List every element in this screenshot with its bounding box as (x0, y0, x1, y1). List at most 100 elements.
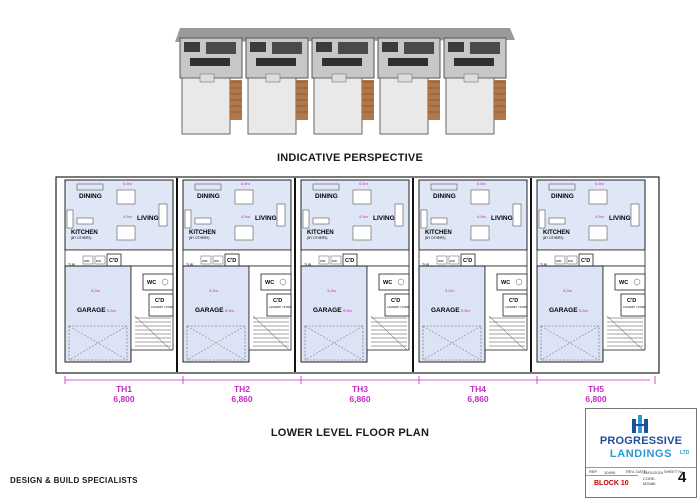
rev-label: REV. DATE: (626, 469, 648, 474)
unit-width: 6,800 (585, 394, 607, 404)
dw-label: DW (214, 259, 219, 263)
room-label-living: LIVING (255, 215, 277, 222)
ref-value: 10495 (604, 470, 616, 475)
room-label-dining: DINING (551, 193, 574, 200)
room-label-dining: DINING (79, 193, 102, 200)
room-label-garage: GARAGE (77, 307, 106, 314)
dim-garage-w: 3.2m (445, 288, 455, 293)
sheet-label: SHEET No. (664, 469, 685, 474)
perspective-title: INDICATIVE PERSPECTIVE (277, 152, 423, 164)
dim-top: 6.6m (595, 181, 605, 186)
tub-label: TUB (540, 263, 548, 267)
kitchen-note: (BY OTHERS) (307, 236, 328, 240)
dim-garage-w: 3.2m (327, 288, 337, 293)
dim-top: 6.6m (477, 181, 487, 186)
kitchen-note: (BY OTHERS) (189, 236, 210, 240)
company-logo: PROGRESSIVE LANDINGS LTD (590, 413, 692, 465)
brand-ltd: LTD (680, 450, 690, 456)
unit-label: TH4 (470, 384, 486, 394)
kitchen-note: (BY OTHERS) (425, 236, 446, 240)
room-label-kitchen: KITCHEN (543, 230, 570, 236)
dim-living: 4.5m (477, 214, 487, 219)
laundry-note: LAUNDRY / STAIR (387, 305, 409, 309)
wm-label: WM (556, 259, 562, 263)
unit-label: TH5 (588, 384, 604, 394)
laundry-note: LAUNDRY / STAIR (151, 305, 173, 309)
room-label-garage: GARAGE (549, 307, 578, 314)
cupboard-label: C'D (463, 258, 472, 264)
dim-garage-w: 3.2m (91, 288, 101, 293)
room-label-living: LIVING (373, 215, 395, 222)
tub-label: TUB (304, 263, 312, 267)
dim-garage-w: 3.2m (563, 288, 573, 293)
tub-label: TUB (186, 263, 194, 267)
block-label: BLOCK 10 (594, 480, 629, 487)
kitchen-note: (BY OTHERS) (71, 236, 92, 240)
laundry-cupboard-label: C'D (509, 298, 518, 304)
indicative-perspective-render (175, 28, 515, 135)
wm-label: WM (84, 259, 90, 263)
code-label: CODE: (643, 476, 656, 481)
dw-label: DW (450, 259, 455, 263)
code-value: M208K (643, 481, 656, 486)
dw-label: DW (332, 259, 337, 263)
room-label-garage: GARAGE (195, 307, 224, 314)
unit-width: 6,860 (349, 394, 371, 404)
laundry-note: LAUNDRY / STAIR (269, 305, 291, 309)
laundry-cupboard-label: C'D (273, 298, 282, 304)
logo-mark-icon (632, 415, 648, 433)
brand-main: PROGRESSIVE (599, 435, 683, 447)
dim-living: 4.5m (595, 214, 605, 219)
floor-plan-title: LOWER LEVEL FLOOR PLAN (270, 427, 430, 439)
rev-value: 24/01/2024 (643, 470, 664, 475)
dim-living: 4.5m (241, 214, 251, 219)
laundry-cupboard-label: C'D (627, 298, 636, 304)
perspective-unit (311, 37, 375, 135)
unit-label: TH2 (234, 384, 250, 394)
unit-label: TH1 (116, 384, 132, 394)
dim-garage-h: 5.5m (579, 308, 589, 313)
sheet-number: 4 (678, 469, 687, 486)
company-tagline: DESIGN & BUILD SPECIALISTS (10, 476, 138, 485)
kitchen-note: (BY OTHERS) (543, 236, 564, 240)
cupboard-label: C'D (109, 258, 118, 264)
wm-label: WM (320, 259, 326, 263)
laundry-note: LAUNDRY / STAIR (623, 305, 645, 309)
tub-label: TUB (422, 263, 430, 267)
room-label-living: LIVING (609, 215, 631, 222)
room-label-wc: WC (619, 280, 628, 286)
dim-garage-h: 5.5m (461, 308, 471, 313)
unit-width: 6,860 (467, 394, 489, 404)
perspective-unit (179, 37, 243, 135)
room-label-garage: GARAGE (313, 307, 342, 314)
room-label-living: LIVING (491, 215, 513, 222)
cupboard-label: C'D (345, 258, 354, 264)
wm-label: WM (202, 259, 208, 263)
room-label-dining: DINING (433, 193, 456, 200)
dim-garage-h: 5.5m (225, 308, 235, 313)
dim-top: 6.6m (241, 181, 251, 186)
perspective-unit (377, 37, 441, 135)
dim-top: 6.6m (123, 181, 133, 186)
room-label-wc: WC (265, 280, 274, 286)
room-label-wc: WC (501, 280, 510, 286)
dw-label: DW (568, 259, 573, 263)
room-label-kitchen: KITCHEN (189, 230, 216, 236)
room-label-kitchen: KITCHEN (425, 230, 452, 236)
laundry-note: LAUNDRY / STAIR (505, 305, 527, 309)
perspective-unit (443, 37, 507, 135)
dim-living: 4.5m (359, 214, 369, 219)
unit-width: 6,800 (113, 394, 135, 404)
tub-label: TUB (68, 263, 76, 267)
room-label-garage: GARAGE (431, 307, 460, 314)
perspective-unit (245, 37, 309, 135)
dim-garage-h: 5.5m (343, 308, 353, 313)
dim-garage-w: 3.2m (209, 288, 219, 293)
room-label-wc: WC (147, 280, 156, 286)
